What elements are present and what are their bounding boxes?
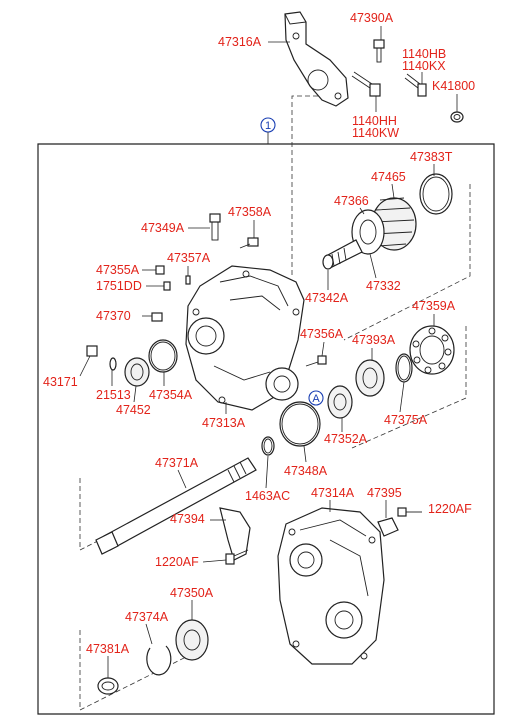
label-47452: 47452 [116, 403, 151, 417]
label-47313a: 47313A [202, 416, 246, 430]
label-1140hb: 1140HB [402, 47, 446, 61]
plug-43171 [86, 345, 98, 357]
leader-47348a [303, 445, 307, 463]
bushing-47381a [97, 677, 119, 695]
label-47370: 47359A [412, 299, 456, 313]
assembly-frame [37, 143, 495, 715]
sensor-47349a [209, 213, 221, 241]
label-k41800: K41800 [432, 79, 475, 93]
label-1463ac: 1463AC [245, 489, 290, 503]
gear-47366 [351, 209, 385, 255]
output-shaft-47371a [95, 457, 257, 555]
label-47357a: 47357A [167, 251, 211, 265]
leader-47371a [177, 469, 187, 489]
label-47465: 47465 [371, 170, 406, 184]
leader-47375a [399, 381, 405, 413]
bolt-47358a [239, 237, 259, 249]
mounting-bracket [284, 11, 349, 107]
retainer-47393a [355, 359, 385, 397]
leader-47366 [359, 207, 365, 215]
snap-ring-1463ac [261, 436, 275, 456]
o-ring-47348a [279, 401, 321, 447]
snap-ring-47383t [419, 173, 453, 215]
view-marker-a: A [312, 393, 320, 405]
label-47358a: 47358A [228, 205, 272, 219]
bolt-47356a [305, 355, 327, 367]
label-1220af-left: 1220AF [155, 555, 199, 569]
bolt-1220af-left [225, 549, 249, 565]
label-1140kx: 1140KX [402, 59, 446, 73]
ring-21513 [109, 357, 117, 371]
bolt-1140hh [351, 71, 381, 97]
label-47390a: 47390A [350, 11, 394, 25]
label-47356a: 47356A [300, 327, 344, 341]
label-47394: 47394 [170, 512, 205, 526]
seal-47350a [175, 619, 209, 661]
label-47393a: 47393A [352, 333, 396, 347]
label-47352a: 47352A [324, 432, 368, 446]
seal-47352a [327, 385, 353, 419]
bolt-1220af-right [397, 507, 422, 517]
label-47395: 47395 [367, 486, 402, 500]
input-shaft-47332 [322, 239, 363, 270]
label-1751dd: 1751DD [96, 279, 142, 293]
label-1220af-right: 1220AF [428, 502, 472, 516]
label-47371a: 47371A [155, 456, 199, 470]
bracket-dash-line [291, 95, 318, 278]
reference-marker-1: 1 [265, 120, 271, 132]
bearing-47370 [409, 325, 455, 375]
rear-housing-47314a [277, 507, 385, 665]
bracket-47394 [219, 507, 251, 561]
leader-1463ac [265, 455, 269, 489]
label-47314a: 47314A [311, 486, 355, 500]
leader-1220af-left [202, 559, 227, 563]
label-47354a: 47354A [149, 388, 193, 402]
plug-47355a [155, 265, 165, 275]
bolt-1140hb [404, 73, 427, 97]
label-47375a: 47375A [384, 413, 428, 427]
leader-47452 [133, 385, 137, 403]
main-housing-47313a [185, 265, 305, 411]
snap-ring-47374a [146, 645, 172, 676]
view-marker-circle [308, 390, 324, 406]
seal-47452 [124, 357, 150, 387]
label-21513: 21513 [96, 388, 131, 402]
label-47316a: 47316A [218, 35, 262, 49]
leader-47374a [145, 623, 153, 645]
label-47349a: 47349A [141, 221, 185, 235]
leader-43171 [79, 355, 91, 377]
bearing-dash-frame [351, 326, 467, 449]
label-47381a: 47381A [86, 642, 130, 656]
label-47359a: 47370 [96, 309, 131, 323]
leader-47356a [321, 341, 325, 357]
label-47350a: 47350A [170, 586, 214, 600]
label-43171: 43171 [43, 375, 78, 389]
plug-47357a [185, 275, 191, 285]
label-47366: 47366 [334, 194, 369, 208]
o-ring-47354a [148, 339, 178, 373]
label-47342a: 47342A [305, 291, 349, 305]
label-47374a: 47374A [125, 610, 169, 624]
cover-47395 [377, 517, 399, 537]
leader-47465 [391, 183, 395, 199]
label-47348a: 47348A [284, 464, 328, 478]
fitting-1751dd [163, 281, 171, 291]
input-shaft-dash-frame [343, 184, 471, 341]
nut-k41800 [450, 111, 464, 123]
label-1140kw: 1140KW [352, 126, 399, 140]
label-47355a: 47355A [96, 263, 140, 277]
label-47332: 47332 [366, 279, 401, 293]
plug-47359a [151, 312, 163, 322]
leader-47332 [369, 253, 377, 279]
bolt-47390a [373, 39, 385, 63]
label-1140hh: 1140HH [352, 114, 397, 128]
snap-ring-47375a [395, 353, 413, 383]
label-47383t: 47383T [410, 150, 453, 164]
